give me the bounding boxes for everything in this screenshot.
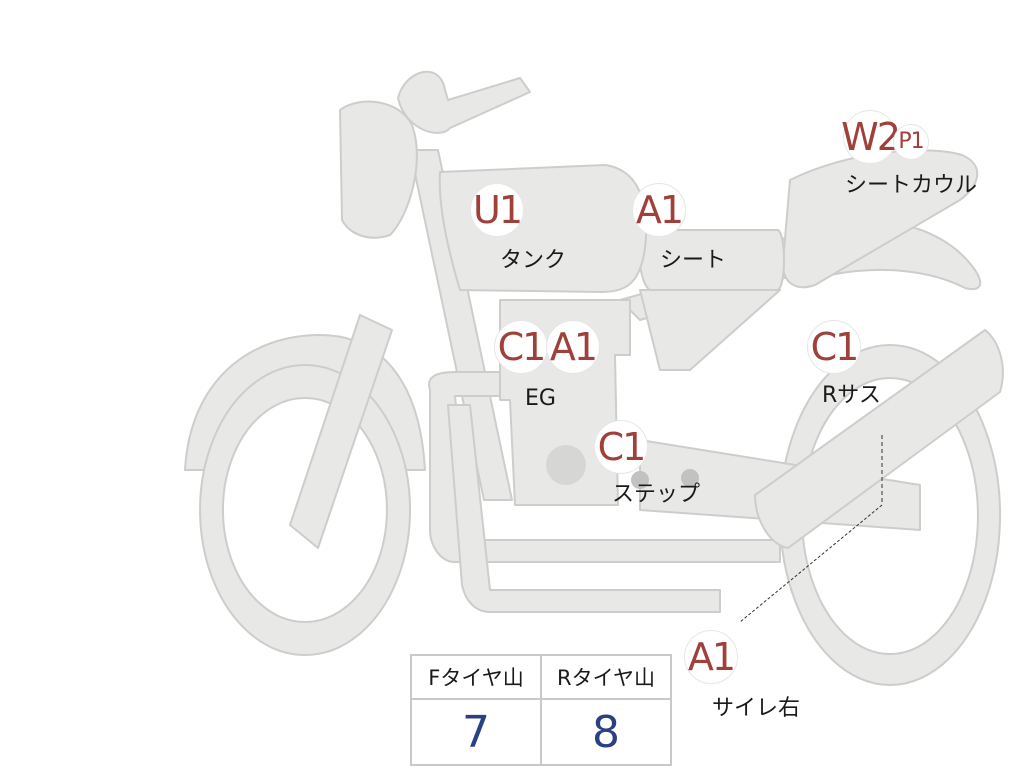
engine-grade-a1: A1 <box>546 320 600 374</box>
front-tire-header: Fタイヤ山 <box>410 654 542 700</box>
footpeg-right <box>681 469 699 487</box>
muffler-leader <box>739 504 883 623</box>
exhaust-lower <box>447 404 721 613</box>
step-grade: C1 <box>594 420 648 474</box>
front-wheel <box>199 364 412 656</box>
muffler-right-grade: A1 <box>684 630 738 684</box>
rear-frame-strut <box>639 289 781 371</box>
headlight <box>339 100 418 239</box>
muffler-right-label: サイレ右 <box>712 696 801 721</box>
seat-cowl-label: シートカウル <box>845 173 978 198</box>
seat-label: シート <box>660 248 727 273</box>
front-tire-value: 7 <box>410 698 542 766</box>
muffler <box>754 329 1004 549</box>
seat-cowl-sub-grade: P1 <box>893 124 929 160</box>
rear-tire-value: 8 <box>540 698 672 766</box>
tire-tread-table: Fタイヤ山 Rタイヤ山 7 8 <box>410 654 672 766</box>
rear-suspension-label: Rサス <box>822 383 881 408</box>
engine-grade-c1: C1 <box>494 320 548 374</box>
seat-cowl-grade: W2 <box>841 110 901 164</box>
tank-grade: U1 <box>470 183 524 237</box>
tank-label: タンク <box>500 248 567 273</box>
rear-wheel <box>779 344 1002 686</box>
front-fork <box>289 314 393 549</box>
engine-cover <box>546 445 586 485</box>
rear-tire-header: Rタイヤ山 <box>540 654 672 700</box>
seat-grade: A1 <box>632 183 686 237</box>
step-label: ステップ <box>612 482 701 507</box>
handlebar <box>397 70 531 134</box>
engine-label: EG <box>525 386 556 411</box>
footpeg-left <box>631 471 649 489</box>
rear-suspension-grade: C1 <box>807 320 861 374</box>
